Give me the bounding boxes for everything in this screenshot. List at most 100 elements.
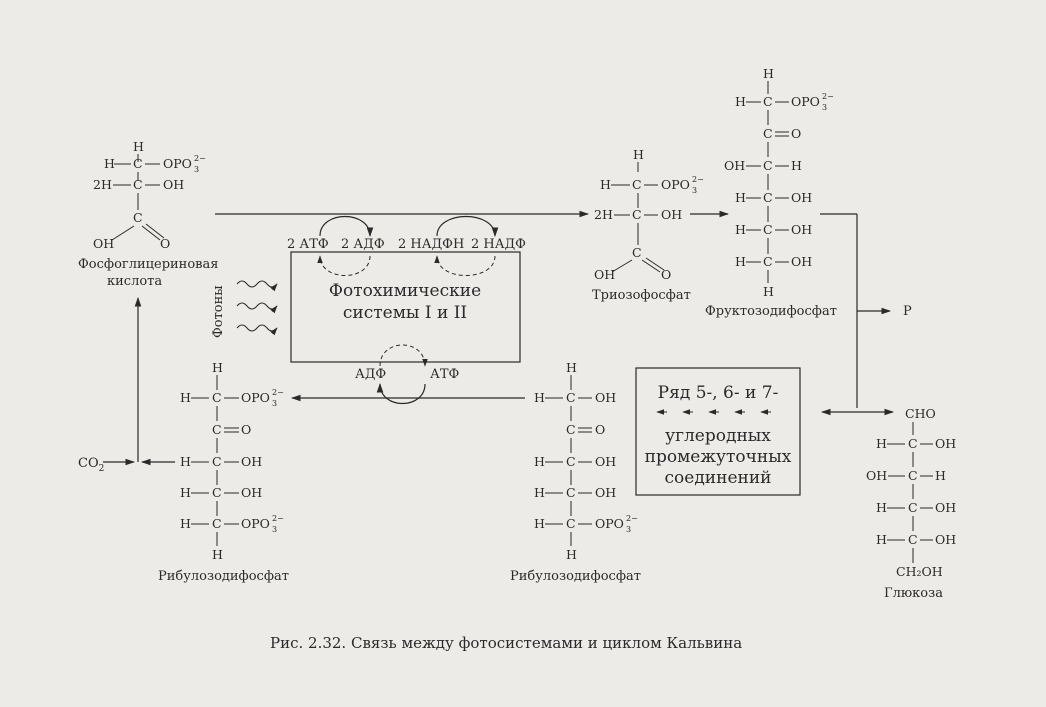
svg-text:H: H: [534, 516, 545, 531]
svg-text:C: C: [908, 468, 918, 483]
svg-text:C: C: [133, 156, 143, 171]
svg-text:H: H: [735, 190, 746, 205]
svg-text:CH₂OH: CH₂OH: [896, 564, 943, 579]
svg-text:H: H: [566, 360, 577, 375]
glucose-structure: CHO H C OH OH C H H C OH H C OH CH₂OH: [866, 406, 956, 579]
nadp-top-label: 2 НАДФ: [471, 237, 526, 252]
svg-text:H: H: [534, 454, 545, 469]
photons-label: Фотоны: [211, 285, 226, 338]
svg-text:C: C: [566, 516, 576, 531]
svg-text:3: 3: [692, 186, 697, 195]
svg-text:C: C: [763, 190, 773, 205]
triose-structure: H H C OPO 3 2− 2H C OH C OH O: [594, 147, 704, 282]
svg-text:H: H: [534, 485, 545, 500]
svg-text:H: H: [876, 500, 887, 515]
svg-text:OH: OH: [791, 190, 812, 205]
svg-text:C: C: [763, 126, 773, 141]
svg-text:C: C: [212, 454, 222, 469]
svg-text:H: H: [600, 177, 611, 192]
pga-h-1: H: [104, 156, 115, 171]
svg-text:OH: OH: [595, 454, 616, 469]
svg-text:3: 3: [194, 165, 199, 174]
svg-text:2−: 2−: [194, 154, 206, 163]
svg-text:OH: OH: [163, 177, 184, 192]
svg-text:H: H: [212, 547, 223, 562]
intermediates-line4: соединений: [665, 468, 772, 488]
svg-text:OH: OH: [241, 454, 262, 469]
rubp-right-structure: H H C OH C O H C OH H C OH H C OPO 3 2− …: [534, 360, 638, 562]
svg-text:H: H: [876, 532, 887, 547]
svg-text:OH: OH: [935, 532, 956, 547]
svg-text:OH: OH: [595, 390, 616, 405]
svg-text:C: C: [566, 390, 576, 405]
svg-text:OH: OH: [935, 436, 956, 451]
intermediates-line2: углеродных: [665, 426, 771, 446]
rubp-right-name: Рибулозодифосфат: [510, 569, 641, 584]
svg-text:2H: 2H: [93, 177, 112, 192]
svg-text:OH: OH: [241, 485, 262, 500]
svg-text:H: H: [566, 547, 577, 562]
svg-text:H: H: [180, 390, 191, 405]
svg-text:C: C: [632, 245, 642, 260]
svg-text:OH: OH: [935, 500, 956, 515]
svg-text:H: H: [633, 147, 644, 162]
svg-text:H: H: [763, 66, 774, 81]
svg-text:C: C: [763, 158, 773, 173]
svg-text:C: C: [133, 177, 143, 192]
fructose-name: Фруктозодифосфат: [705, 304, 837, 319]
intermediates-line1: Ряд 5-, 6- и 7-: [658, 383, 779, 403]
svg-text:OH: OH: [594, 267, 615, 282]
svg-text:2−: 2−: [272, 388, 284, 397]
svg-text:H: H: [180, 485, 191, 500]
svg-text:C: C: [763, 94, 773, 109]
photon-waves: [236, 280, 278, 336]
co2-label: CO2: [78, 456, 104, 474]
svg-text:3: 3: [626, 525, 631, 534]
triose-name: Триозофосфат: [592, 288, 691, 303]
svg-text:C: C: [566, 422, 576, 437]
photosystems-line1: Фотохимические: [329, 281, 481, 301]
svg-text:H: H: [735, 94, 746, 109]
atp-top-label: 2 АТФ: [287, 237, 329, 252]
svg-text:C: C: [133, 210, 143, 225]
adp-top-label: 2 АДФ: [341, 237, 385, 252]
svg-text:O: O: [661, 267, 671, 282]
svg-text:C: C: [632, 177, 642, 192]
svg-text:C: C: [212, 485, 222, 500]
svg-text:OH: OH: [93, 236, 114, 251]
svg-text:3: 3: [272, 399, 277, 408]
svg-text:3: 3: [272, 525, 277, 534]
svg-text:OH: OH: [791, 222, 812, 237]
svg-text:OH: OH: [724, 158, 745, 173]
svg-text:H: H: [180, 516, 191, 531]
pga-structure: H H C OPO 3 2− 2H C OH C OH O: [93, 139, 206, 251]
glucose-name: Глюкоза: [884, 586, 943, 601]
svg-text:O: O: [791, 126, 801, 141]
svg-text:H: H: [212, 360, 223, 375]
svg-text:H: H: [735, 222, 746, 237]
svg-text:H: H: [763, 284, 774, 299]
adp-bottom-label: АДФ: [355, 367, 386, 382]
pga-name-2: кислота: [107, 274, 162, 289]
photosystems-line2: системы I и II: [343, 303, 467, 323]
svg-text:CHO: CHO: [905, 406, 936, 421]
svg-text:O: O: [160, 236, 170, 251]
svg-text:C: C: [212, 516, 222, 531]
svg-text:OH: OH: [791, 254, 812, 269]
svg-text:C: C: [566, 454, 576, 469]
rubp-left-structure: H H C OPO 3 2− C O H C OH H C OH H C OPO…: [180, 360, 284, 562]
svg-text:C: C: [566, 485, 576, 500]
p-label: P: [903, 304, 912, 319]
svg-text:C: C: [763, 222, 773, 237]
svg-text:H: H: [876, 436, 887, 451]
nadph-cycle: [434, 216, 499, 276]
svg-text:OPO: OPO: [595, 516, 624, 531]
svg-text:C: C: [763, 254, 773, 269]
svg-text:C: C: [908, 500, 918, 515]
svg-text:OH: OH: [661, 207, 682, 222]
svg-text:H: H: [735, 254, 746, 269]
figure-caption: Рис. 2.32. Связь между фотосистемами и ц…: [270, 634, 742, 652]
svg-text:C: C: [632, 207, 642, 222]
svg-text:OH: OH: [866, 468, 887, 483]
nadph-top-label: 2 НАДФН: [398, 237, 464, 252]
